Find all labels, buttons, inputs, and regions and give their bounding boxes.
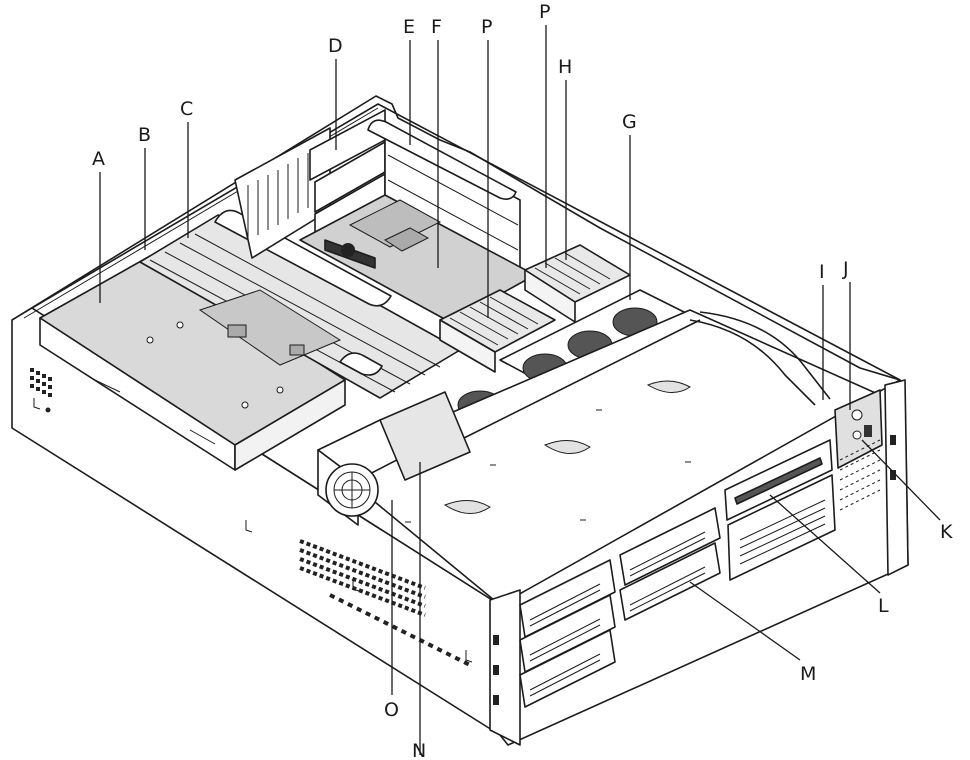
callout-label-k: K (940, 521, 953, 543)
bottom-vent-row (329, 593, 471, 667)
callout-label-m: M (800, 663, 816, 685)
callout-label-e: E (403, 16, 415, 38)
callout-label-p-left: P (481, 16, 492, 38)
leader-K (861, 439, 941, 521)
callout-label-b: B (138, 124, 151, 146)
chassis-rear-rim (11, 95, 901, 381)
callout-label-a: A (92, 148, 105, 170)
callout-label-j: J (842, 258, 849, 280)
drive-grille (529, 531, 706, 697)
callout-label-o: O (384, 699, 399, 721)
mainboard (299, 194, 536, 323)
callout-label-c: C (180, 98, 193, 120)
hard-drive-bays (519, 507, 721, 708)
callout-label-i: I (819, 261, 825, 283)
rear-pci-slots (234, 109, 521, 271)
callout-label-p-right: P (539, 1, 550, 23)
callout-label-d: D (328, 35, 343, 57)
chassis-fan (317, 391, 471, 526)
side-wall-clips (33, 398, 473, 663)
processor-heatsinks (439, 244, 631, 373)
callout-label-l: L (878, 595, 889, 617)
leader-lines (99, 25, 941, 755)
left-wall-vent (30, 368, 52, 397)
callout-label-g: G (622, 111, 637, 133)
front-panel (489, 379, 909, 746)
leader-M (689, 581, 801, 661)
callout-label-n: N (412, 740, 426, 760)
side-vent-rows (299, 539, 426, 617)
callout-labels: A B C D E F P P H G I J K L M N O (92, 1, 953, 760)
side-wall-screw (45, 407, 51, 413)
callout-label-f: F (431, 16, 442, 38)
power-supply (39, 255, 346, 471)
callout-label-h: H (558, 56, 572, 78)
leader-L (769, 494, 881, 594)
